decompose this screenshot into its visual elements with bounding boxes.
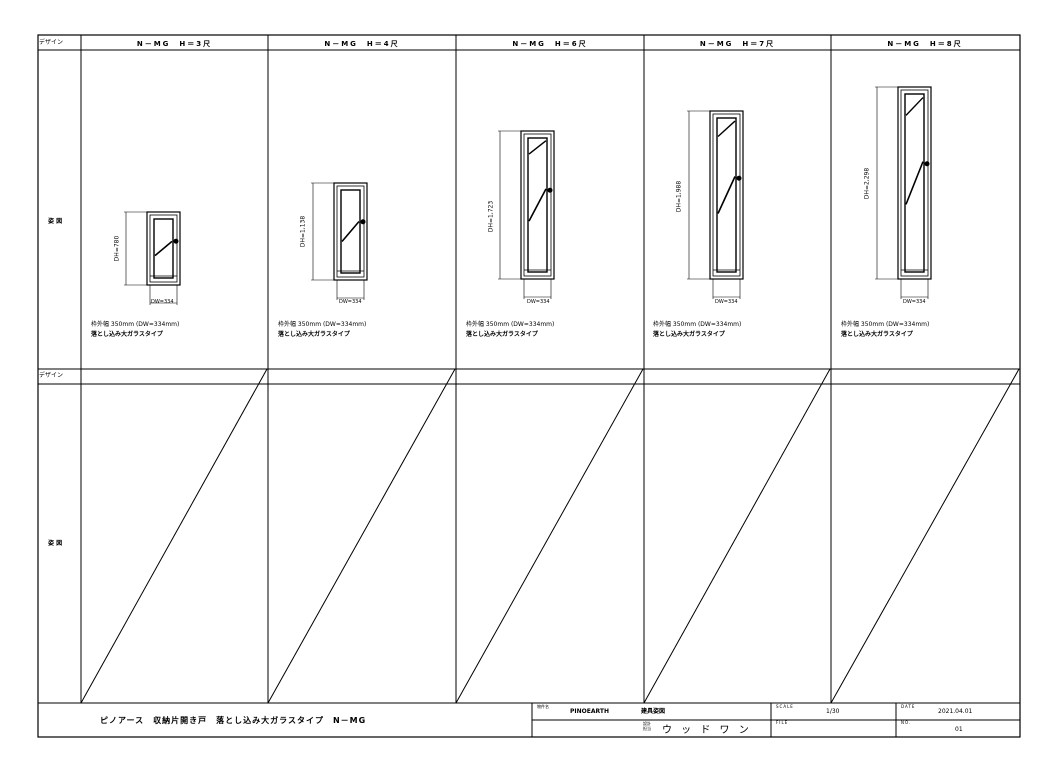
row1-elevation-label: 姿 図 (48, 218, 63, 225)
door-inner-frame (149, 214, 178, 283)
panel-dh-4: DH=1,138 (299, 215, 307, 248)
panel-spec1-4: 枠外幅 350mm (DW=334mm) (278, 321, 367, 328)
drawing-name: 建具姿図 (641, 708, 666, 715)
date-value: 2021.04.01 (938, 708, 973, 715)
panel-spec2-7: 落とし込み大ガラスタイプ (653, 331, 725, 338)
door-inner-frame (712, 113, 741, 277)
door-glass (527, 137, 548, 273)
door-glass (153, 218, 174, 279)
empty-panel-diagonal (80, 368, 268, 704)
glass-reflection (905, 161, 924, 205)
door-glass (904, 93, 925, 273)
door-glass (340, 189, 361, 274)
row2-elevation-label: 姿 図 (48, 540, 63, 547)
door-glass (716, 117, 737, 273)
glass-reflection (341, 221, 360, 242)
panel-spec2-6: 落とし込み大ガラスタイプ (466, 331, 538, 338)
panel-dh-3: DH=780 (113, 235, 121, 262)
empty-panel-diagonal (643, 368, 831, 704)
panel-dw-4: DW=334 (339, 299, 362, 305)
panel-title-6: N－MG H＝6尺 (512, 40, 588, 48)
glass-reflection (528, 188, 547, 222)
glass-reflection (717, 120, 736, 137)
grid-lines (37, 34, 1021, 738)
company-label: 物件名 (537, 704, 549, 709)
door-inner-frame (523, 133, 552, 277)
panel-dw-7: DW=334 (715, 299, 738, 305)
designer-name: ウ ッ ド ワ ン (662, 725, 752, 736)
panel-title-7: N－MG H＝7尺 (699, 40, 776, 48)
row2-design-label: デザイン (39, 372, 64, 379)
sheet-border (37, 34, 1021, 738)
door-knob (924, 161, 930, 167)
panel-spec2-3: 落とし込み大ガラスタイプ (91, 331, 163, 338)
door-knob (173, 238, 179, 244)
panel-spec1-7: 枠外幅 350mm (DW=334mm) (653, 321, 742, 328)
door-frame (333, 182, 368, 281)
scale-label: SCALE (776, 704, 794, 709)
panel-dw-8: DW=334 (903, 299, 926, 305)
door-frame (709, 110, 744, 280)
file-label: FILE (776, 720, 789, 725)
empty-panel-diagonal (455, 368, 644, 704)
designer-label: 設計 担当 (643, 721, 651, 731)
door-elevations (124, 86, 932, 305)
no-value: 01 (955, 726, 963, 733)
glass-reflection (528, 140, 547, 155)
scale-value: 1/30 (826, 708, 840, 715)
drawing-title: ピノアース 収納片開き戸 落とし込み大ガラスタイプ N－MG (100, 716, 367, 725)
panel-dw-3: DW=334 (151, 299, 174, 305)
door-knob (360, 219, 366, 225)
glass-reflection (717, 176, 736, 214)
empty-panel-diagonal (830, 368, 1020, 704)
panel-dh-6: DH=1,723 (487, 200, 495, 233)
no-label: NO. (901, 720, 912, 725)
panel-dw-6: DW=334 (527, 299, 550, 305)
panel-title-8: N－MG H＝8尺 (887, 40, 963, 48)
door-inner-frame (900, 89, 929, 277)
door-inner-frame (336, 185, 365, 278)
date-label: DATE (901, 704, 916, 709)
panel-title-4: N－MG H＝4尺 (324, 40, 400, 48)
panel-spec1-3: 枠外幅 350mm (DW=334mm) (91, 321, 180, 328)
door-knob (736, 175, 742, 181)
row1-design-label: デザイン (39, 39, 64, 46)
panel-spec1-6: 枠外幅 350mm (DW=334mm) (466, 321, 555, 328)
empty-panel-diagonal (267, 368, 456, 704)
door-frame (146, 211, 181, 286)
glass-reflection (905, 97, 924, 116)
panel-title-3: N－MG H＝3尺 (136, 40, 213, 48)
panel-spec1-8: 枠外幅 350mm (DW=334mm) (841, 321, 930, 328)
panel-spec2-8: 落とし込み大ガラスタイプ (841, 331, 913, 338)
company-name: PINOEARTH (570, 708, 609, 715)
door-knob (547, 187, 553, 193)
panel-dh-7: DH=1,988 (675, 180, 683, 213)
glass-reflection (154, 240, 173, 257)
panel-spec2-4: 落とし込み大ガラスタイプ (278, 331, 350, 338)
door-frame (897, 86, 932, 280)
door-frame (520, 130, 555, 280)
panel-dh-8: DH=2,298 (863, 167, 871, 200)
